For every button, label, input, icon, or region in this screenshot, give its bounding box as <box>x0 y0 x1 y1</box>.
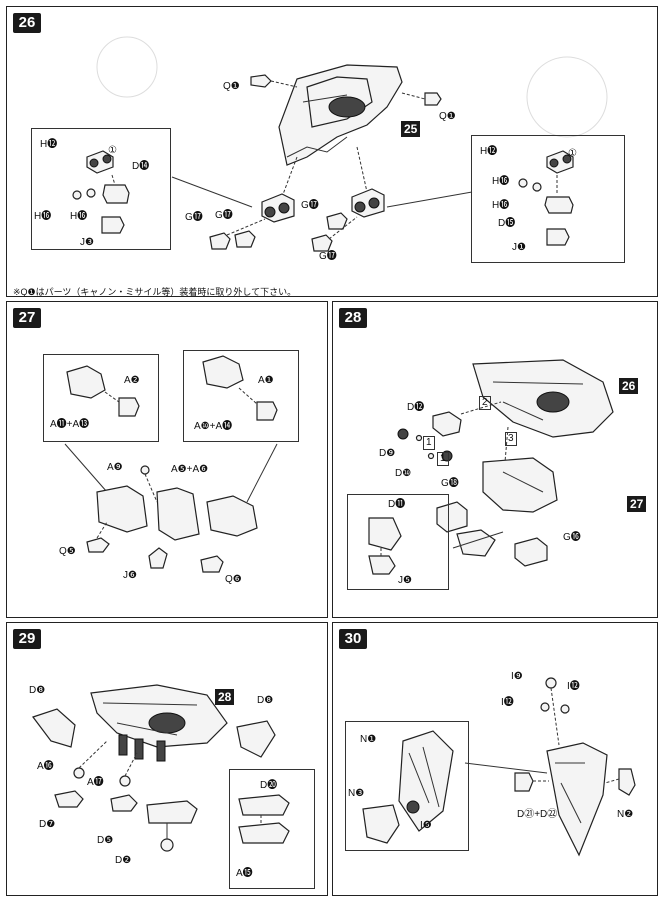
part-label: A⓰ <box>37 761 54 772</box>
part-label: A⓱ <box>87 777 104 788</box>
step-26-callout-left: H⓬ ① D⓮ H⓰ H⓰ J❸ <box>31 128 171 250</box>
part-label: G⓱ <box>319 251 337 262</box>
part-label: J❺ <box>398 575 412 586</box>
step-30-illustration <box>362 677 636 857</box>
step-29-callout: D⓴ A⓯ <box>229 769 315 889</box>
part-label: H⓰ <box>70 211 88 222</box>
part-label: Q❶ <box>439 111 456 122</box>
part-label: A❾ <box>107 462 123 473</box>
part-label: A❶ <box>258 375 274 386</box>
step-26-panel: 26 <box>6 6 658 297</box>
part-label: A❺+A❻ <box>171 464 209 475</box>
step-26-note: ※Q❶はパーツ（キャノン・ミサイル等）装着時に取り外して下さい。 <box>13 287 297 297</box>
step-27-callout-right: A❶ A❿+A⓮ <box>183 350 299 442</box>
part-label: I❽ <box>420 820 432 831</box>
part-label: A⓯ <box>236 868 253 879</box>
subassembly-27: 27 <box>627 496 647 512</box>
part-label: N❶ <box>360 734 377 745</box>
part-label: D❽ <box>29 685 46 696</box>
part-label: A⓫+A⓭ <box>50 419 90 430</box>
step-30-callout: N❶ N❸ I❽ <box>345 721 469 851</box>
part-label: D㉑+D㉒ <box>517 809 558 820</box>
part-label: I⓬ <box>501 697 514 708</box>
part-label: J❻ <box>123 570 137 581</box>
arrow-marker: 1 <box>437 452 449 466</box>
arrow-marker: 1 <box>423 436 435 450</box>
step-28-callout: D⓫ J❺ <box>347 494 449 590</box>
part-label: A❷ <box>124 375 140 386</box>
step-27-illustration <box>64 355 278 573</box>
part-label: D❿ <box>395 468 412 479</box>
part-label: G⓱ <box>301 200 319 211</box>
part-label: J❶ <box>512 242 526 253</box>
step-26-callout-right: H⓬ ① H⓰ H⓰ D⓯ J❶ <box>471 135 625 263</box>
part-label: D⓮ <box>132 161 150 172</box>
part-label: D❾ <box>379 448 396 459</box>
part-label: A❿+A⓮ <box>194 421 233 432</box>
step-27-panel: 27 A❷ A⓫+A⓭ A❶ A❿+A⓮ A❾ A❺+A❻ Q❺ J❻ Q❻ <box>6 301 328 618</box>
part-label: H⓰ <box>492 176 510 187</box>
part-label: N❸ <box>348 788 365 799</box>
part-label: H⓬ <box>40 139 58 150</box>
part-label: D❷ <box>115 855 132 866</box>
part-label: Q❺ <box>59 546 76 557</box>
part-label: D❼ <box>39 819 56 830</box>
step-29-panel: 29 28 D❽ D❽ A⓰ A⓱ D❼ D❺ D❷ D⓴ A⓯ <box>6 622 328 896</box>
step-26-illustration <box>72 36 608 252</box>
step-number: 29 <box>13 629 41 649</box>
part-label: G⓲ <box>441 478 459 489</box>
part-label: Q❻ <box>225 574 242 585</box>
step-number: 28 <box>339 308 367 328</box>
part-label: D⓬ <box>407 402 425 413</box>
subassembly-25: 25 <box>401 121 421 137</box>
part-label: H⓰ <box>34 211 52 222</box>
part-label: H⓬ <box>480 146 498 157</box>
part-label: D❺ <box>97 835 114 846</box>
step-number: 27 <box>13 308 41 328</box>
subassembly-26: 26 <box>619 378 639 394</box>
part-label: J❸ <box>80 237 94 248</box>
part-label: G⓰ <box>563 532 581 543</box>
part-label: D⓴ <box>260 780 278 791</box>
part-label: N❷ <box>617 809 634 820</box>
subassembly-28: 28 <box>215 689 235 705</box>
step-29-illustration <box>32 684 290 852</box>
step-27-callout-left: A❷ A⓫+A⓭ <box>43 354 159 442</box>
step-30-panel: 30 I❾ I⓬ I⓬ D㉑+D㉒ N❷ N❶ N❸ I❽ <box>332 622 658 896</box>
part-label: H⓰ <box>492 200 510 211</box>
arrow-marker: 3 <box>505 432 517 446</box>
part-label: G⓱ <box>185 212 203 223</box>
step-number: 26 <box>13 13 41 33</box>
part-label: D⓯ <box>498 218 516 229</box>
part-label: Q❶ <box>223 81 240 92</box>
part-label: D⓫ <box>388 499 406 510</box>
part-label: I❾ <box>511 671 523 682</box>
part-label: I⓬ <box>567 681 580 692</box>
step-28-panel: 28 26 27 D⓬ D❾ D❿ G⓲ G⓰ 1 1 2 3 D⓫ J❺ <box>332 301 658 618</box>
part-label: D❽ <box>257 695 274 706</box>
arrow-marker: 2 <box>479 396 491 410</box>
step-28-illustration <box>368 359 614 575</box>
step-number: 30 <box>339 629 367 649</box>
part-label: G⓱ <box>215 210 233 221</box>
part-label: ① <box>568 148 577 159</box>
part-label: ① <box>108 145 117 156</box>
